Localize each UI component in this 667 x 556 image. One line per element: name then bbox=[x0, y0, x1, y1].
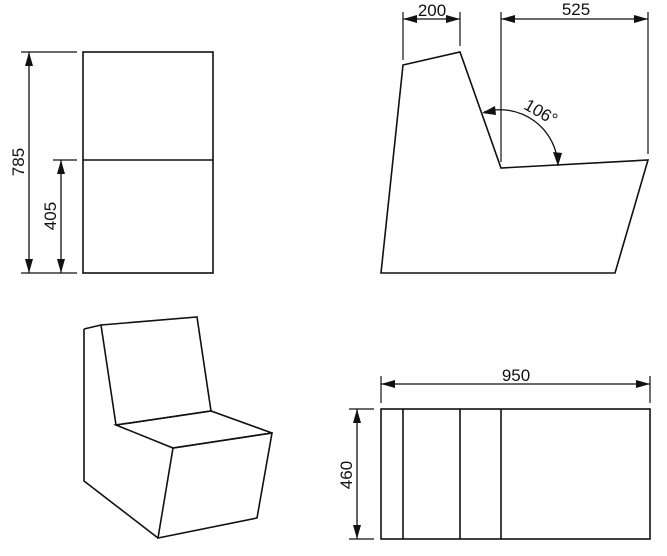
dimension-785: 785 bbox=[9, 52, 33, 273]
side-view-outline bbox=[380, 51, 650, 274]
iso-left-side bbox=[83, 329, 159, 539]
dimension-950: 950 bbox=[381, 366, 650, 388]
top-view: 950 460 bbox=[337, 366, 651, 540]
angle-106: 106° bbox=[482, 95, 562, 167]
front-view: 785 405 bbox=[9, 51, 214, 274]
top-view-outline bbox=[380, 408, 651, 540]
isometric-view bbox=[83, 316, 273, 540]
iso-seat-front bbox=[157, 432, 273, 540]
dimension-405: 405 bbox=[41, 160, 65, 273]
arrowhead-bottom bbox=[353, 525, 361, 539]
arrowhead-top bbox=[353, 409, 361, 423]
arrowhead-left bbox=[501, 15, 515, 23]
arrowhead-seat bbox=[553, 152, 562, 166]
side-view: 200 525 106° bbox=[380, 0, 650, 274]
arrowhead-left bbox=[403, 15, 417, 23]
dimension-460: 460 bbox=[337, 409, 361, 539]
arrowhead-top bbox=[25, 52, 33, 66]
arrowhead-bottom bbox=[57, 259, 65, 273]
arrowhead-right bbox=[446, 15, 460, 23]
dimension-label: 460 bbox=[337, 461, 356, 489]
arrowhead-bottom bbox=[25, 259, 33, 273]
dimension-label: 405 bbox=[41, 202, 60, 230]
arrowhead-left bbox=[381, 380, 395, 388]
dimension-label: 785 bbox=[9, 148, 28, 176]
dimension-label: 950 bbox=[502, 366, 530, 385]
iso-backrest-top-side bbox=[83, 324, 102, 330]
arrowhead-top bbox=[57, 160, 65, 174]
dimension-label: 200 bbox=[418, 1, 446, 20]
dimension-label: 525 bbox=[562, 0, 590, 19]
angle-label: 106° bbox=[521, 95, 561, 129]
front-view-outline bbox=[82, 51, 214, 274]
iso-backrest-face bbox=[100, 316, 212, 426]
arrowhead-right bbox=[634, 15, 648, 23]
iso-seat-top bbox=[112, 410, 273, 449]
dimension-200: 200 bbox=[403, 1, 460, 23]
arrowhead-backrest bbox=[482, 106, 496, 115]
dimension-525: 525 bbox=[501, 0, 648, 23]
arrowhead-right bbox=[636, 380, 650, 388]
